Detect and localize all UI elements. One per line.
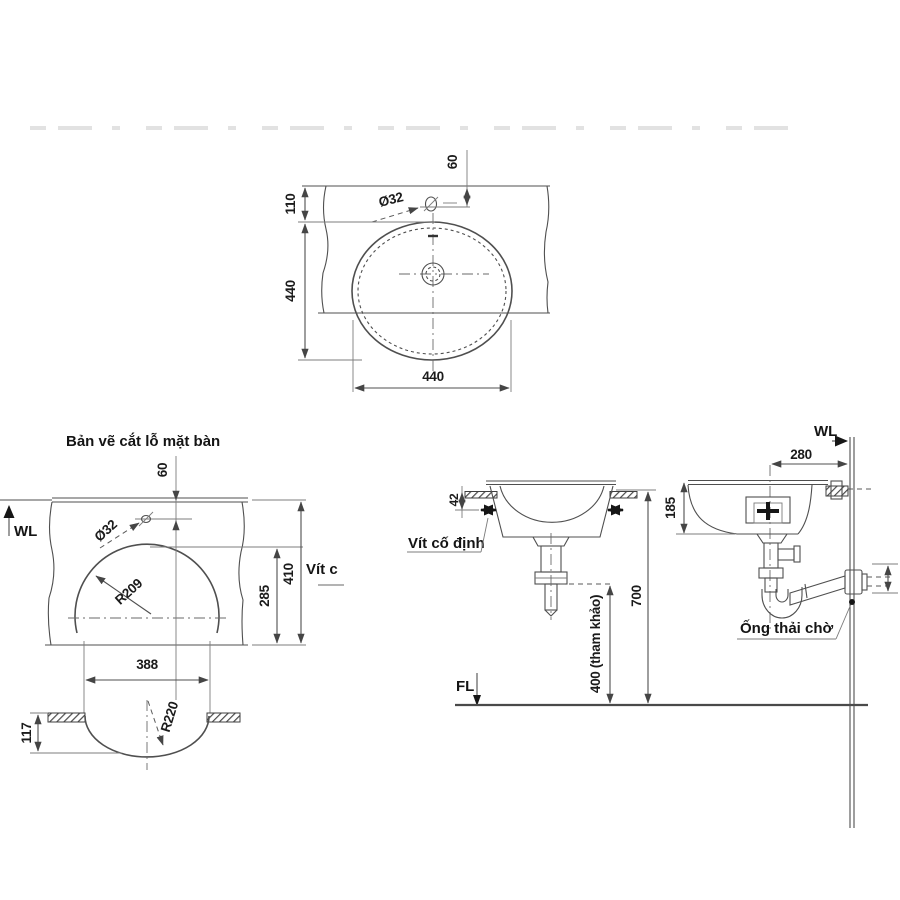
p-trap-drain xyxy=(755,533,894,619)
dim-440-bottom: 440 xyxy=(352,320,512,392)
svg-text:185: 185 xyxy=(663,496,678,518)
installation-front-view: 42 Vít cố định 400 (tham khảo) xyxy=(407,480,868,707)
svg-text:285: 285 xyxy=(257,584,272,606)
svg-text:WL: WL xyxy=(14,523,37,540)
svg-text:60: 60 xyxy=(155,463,170,477)
radius-r209: R209 xyxy=(95,575,152,615)
svg-text:400 (tham khảo): 400 (tham khảo) xyxy=(588,595,603,693)
svg-text:700: 700 xyxy=(629,585,644,607)
svg-text:280: 280 xyxy=(790,447,812,462)
faucet-hole-label: Ø32 xyxy=(91,517,119,545)
floor-line-label: FL xyxy=(456,678,474,695)
dim-110-left: 110 xyxy=(283,187,435,223)
counter-broken-edge-right xyxy=(238,501,245,646)
dim-280: 280 xyxy=(769,447,848,632)
fixing-screw-label: Vít cố định xyxy=(407,517,489,553)
svg-text:410: 410 xyxy=(281,563,296,585)
radius-r220: R220 xyxy=(147,700,181,746)
basin-outline xyxy=(351,221,513,361)
counter-broken-edge-left xyxy=(47,501,55,646)
faucet-hole-label: Ø32 xyxy=(377,189,405,210)
faucet-hole-mark: Ø32 xyxy=(91,511,154,549)
basin-front-section-view: R220 117 xyxy=(19,700,241,770)
svg-text:Ống thải chờ: Ống thải chờ xyxy=(740,619,834,637)
dim-388: 388 xyxy=(83,641,211,716)
waste-pipe-label: Ống thải chờ xyxy=(737,599,855,640)
dim-440-left: 440 xyxy=(283,223,362,361)
dim-700: 700 xyxy=(616,489,656,704)
counter-broken-edge-right xyxy=(543,185,550,314)
wall-line: WL xyxy=(814,423,855,828)
leader-dot xyxy=(849,599,855,605)
floor-line: FL xyxy=(455,673,868,707)
installation-side-view: WL 280 185 xyxy=(663,423,898,828)
basin-rim-inner xyxy=(357,227,507,355)
drain-assembly xyxy=(532,533,570,620)
dim-285: 285 xyxy=(150,546,303,644)
top-plan-view: Ø32 60 110 440 440 xyxy=(283,150,550,392)
svg-text:117: 117 xyxy=(19,723,34,744)
bowl-inner-profile xyxy=(499,485,605,523)
basin-side-profile xyxy=(687,479,872,535)
cutout-view-title: Bản vẽ cắt lỗ mặt bàn xyxy=(66,432,220,450)
cleanout-stub xyxy=(777,548,795,561)
drain-hole xyxy=(421,262,445,286)
counter-section-right xyxy=(609,491,638,499)
dim-60-cutout: 60 xyxy=(135,463,192,531)
svg-text:R209: R209 xyxy=(112,576,145,608)
wall-line-label-left: WL xyxy=(3,505,37,540)
basin-outer-body xyxy=(489,485,614,538)
dim-185: 185 xyxy=(663,482,735,535)
svg-text:440: 440 xyxy=(283,280,298,302)
truncated-screw-label: Vít c xyxy=(306,561,344,586)
dim-117: 117 xyxy=(19,712,122,754)
svg-text:110: 110 xyxy=(283,194,298,215)
svg-text:R220: R220 xyxy=(158,700,181,734)
svg-text:440: 440 xyxy=(422,369,444,384)
counter-section-right xyxy=(206,712,241,723)
cutout-hole-arc xyxy=(74,543,220,634)
dim-410: 410 xyxy=(281,501,305,644)
counter-broken-edge-left xyxy=(321,185,329,314)
svg-text:388: 388 xyxy=(136,657,158,672)
faucet-hole xyxy=(424,196,438,212)
svg-text:60: 60 xyxy=(445,155,460,169)
wall-line-label: WL xyxy=(814,423,837,440)
dim-42: 42 xyxy=(447,486,479,518)
svg-text:42: 42 xyxy=(447,493,461,506)
svg-text:Vít c: Vít c xyxy=(306,561,338,578)
wall-bracket xyxy=(825,485,849,497)
dim-60-top: 60 xyxy=(420,150,471,208)
svg-text:Vít cố định: Vít cố định xyxy=(408,535,485,552)
dim-400-reference: 400 (tham khảo) xyxy=(560,583,614,704)
outlet-height-dim xyxy=(872,563,898,594)
countertop-cutout-view: Bản vẽ cắt lỗ mặt bàn 60 Ø32 R209 xyxy=(0,432,344,716)
counter-section-left xyxy=(47,712,86,723)
